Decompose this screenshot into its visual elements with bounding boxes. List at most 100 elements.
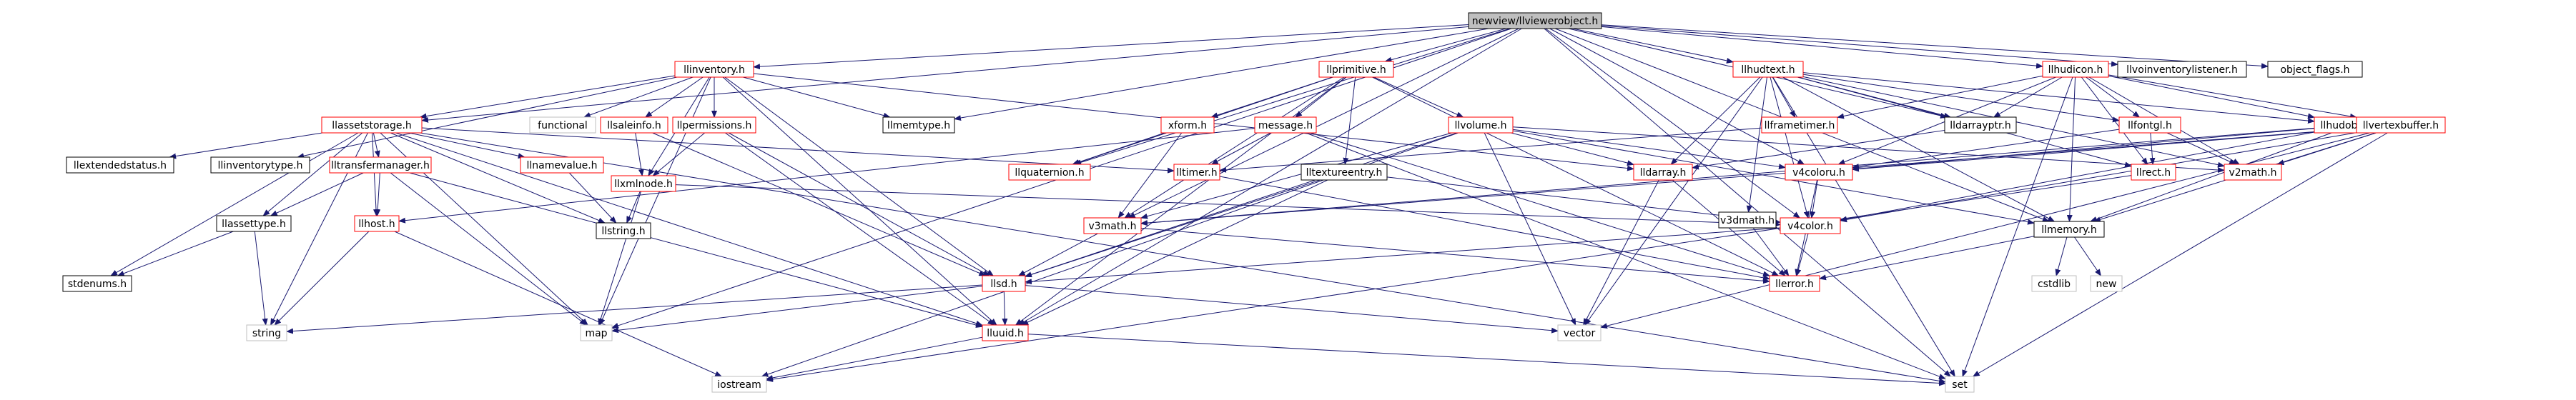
edge-hudtext-to-fontgl <box>1802 74 2120 123</box>
edge-vbuffer-to-v3math <box>1140 128 2357 226</box>
edge-message-to-set <box>1306 132 1946 379</box>
node-box-objflags <box>2267 61 2363 78</box>
node-host[interactable]: llhost.h <box>354 215 400 232</box>
edge-primitive-to-message <box>1295 76 1347 118</box>
node-box-assettype <box>216 215 292 232</box>
edge-primitive-to-uuid <box>1015 76 1346 326</box>
node-label-uuid: lluuid.h <box>987 328 1024 339</box>
edge-hudobject-to-v3math <box>1140 127 2315 226</box>
node-label-v2math: v2math.h <box>2229 167 2276 179</box>
node-volume[interactable]: llvolume.h <box>1448 116 1514 134</box>
edge-assetstorage-to-extstatus <box>169 132 322 159</box>
node-box-invlistener <box>2117 61 2247 78</box>
node-uuid[interactable]: lluuid.h <box>982 324 1029 341</box>
node-string_h[interactable]: llstring.h <box>596 222 651 239</box>
node-box-xfermgr <box>329 156 432 174</box>
edge-xfermgr-to-uuid <box>409 172 983 328</box>
node-hudtext[interactable]: llhudtext.h <box>1732 61 1804 78</box>
node-box-v4color <box>1780 217 1841 234</box>
node-label-xfermgr: lltransfermanager.h <box>331 160 430 171</box>
node-box-frametimer <box>1761 116 1838 134</box>
node-box-assetstorage <box>321 116 423 134</box>
edge-xfermgr-to-host <box>375 172 381 216</box>
node-message[interactable]: message.h <box>1254 116 1317 134</box>
node-box-primitive <box>1318 61 1394 78</box>
node-memory[interactable]: llmemory.h <box>2033 221 2105 238</box>
node-assetstorage[interactable]: llassetstorage.h <box>321 116 423 134</box>
edge-namevalue-to-string_h <box>568 172 617 224</box>
edge-hudtext-to-v4color <box>1770 76 1810 219</box>
node-new: new <box>2090 275 2123 292</box>
node-frametimer[interactable]: llframetimer.h <box>1761 116 1838 134</box>
node-label-host: llhost.h <box>358 219 395 230</box>
node-xfermgr[interactable]: lltransfermanager.h <box>329 156 432 174</box>
node-darrayptr[interactable]: lldarrayptr.h <box>1944 116 2017 134</box>
node-box-namevalue <box>520 156 604 174</box>
node-v3math[interactable]: v3math.h <box>1083 217 1142 234</box>
node-xmlnode[interactable]: llxmlnode.h <box>611 175 676 192</box>
node-xform[interactable]: xform.h <box>1160 116 1215 134</box>
edge-lsd-to-map <box>611 286 983 334</box>
node-hudicon[interactable]: llhudicon.h <box>2042 61 2109 78</box>
node-timer[interactable]: lltimer.h <box>1173 164 1220 181</box>
node-v4color[interactable]: v4color.h <box>1780 217 1841 234</box>
node-objflags[interactable]: object_flags.h <box>2267 61 2363 78</box>
node-namevalue[interactable]: llnamevalue.h <box>520 156 604 174</box>
node-lsd[interactable]: llsd.h <box>982 275 1026 292</box>
node-v2math[interactable]: v2math.h <box>2224 164 2282 181</box>
node-box-new <box>2090 275 2123 292</box>
node-label-volume: llvolume.h <box>1455 120 1507 131</box>
node-rect[interactable]: llrect.h <box>2131 164 2176 181</box>
node-label-namevalue: llnamevalue.h <box>526 160 597 171</box>
node-box-string_h <box>596 222 651 239</box>
node-stdenums[interactable]: stdenums.h <box>62 275 132 292</box>
node-error[interactable]: llerror.h <box>1769 275 1820 292</box>
edge-inventory-to-saleinfo <box>644 76 704 118</box>
node-box-v3dmath <box>1718 211 1777 229</box>
edge-vbuffer-to-vector <box>1600 132 2370 329</box>
node-label-quaternion: llquaternion.h <box>1015 167 1084 179</box>
node-fontgl[interactable]: llfontgl.h <box>2118 116 2181 134</box>
edge-volume-to-darray <box>1511 132 1634 166</box>
node-assettype[interactable]: llassettype.h <box>216 215 292 232</box>
node-functional: functional <box>529 116 596 134</box>
node-v3dmath[interactable]: v3dmath.h <box>1718 211 1777 229</box>
edge-uuid-to-iostream <box>766 336 983 381</box>
node-quaternion[interactable]: llquaternion.h <box>1008 164 1091 181</box>
node-label-hudtext: llhudtext.h <box>1741 64 1795 76</box>
edges-layer <box>110 24 2388 386</box>
edge-xfermgr-to-map <box>390 172 587 326</box>
node-saleinfo[interactable]: llsaleinfo.h <box>600 116 668 134</box>
node-primitive[interactable]: llprimitive.h <box>1318 61 1394 78</box>
node-itemtype[interactable]: llinventorytype.h <box>210 156 310 174</box>
node-inventory[interactable]: llinventory.h <box>674 61 754 78</box>
node-permissions[interactable]: llpermissions.h <box>672 116 756 134</box>
node-darray[interactable]: lldarray.h <box>1633 164 1693 181</box>
node-texentry[interactable]: lltextureentry.h <box>1301 164 1388 181</box>
edge-lsd-to-uuid <box>1002 291 1008 326</box>
edge-root-to-set <box>1544 28 1951 377</box>
node-box-cstdlib <box>2031 275 2077 292</box>
edge-memory-to-error <box>1819 236 2035 281</box>
node-v4coloru[interactable]: v4coloru.h <box>1785 164 1853 181</box>
edge-volume-to-lsd <box>1025 132 1458 277</box>
node-vbuffer[interactable]: llvertexbuffer.h <box>2356 116 2446 134</box>
node-box-error <box>1769 275 1820 292</box>
node-invlistener[interactable]: llvoinventorylistener.h <box>2117 61 2247 78</box>
node-label-extstatus: llextendedstatus.h <box>74 160 167 171</box>
node-label-error: llerror.h <box>1775 279 1814 290</box>
node-label-v3dmath: v3dmath.h <box>1720 215 1775 226</box>
edge-uuid-to-set <box>1027 334 1946 386</box>
node-box-permissions <box>672 116 756 134</box>
node-extstatus[interactable]: llextendedstatus.h <box>66 156 174 174</box>
edge-volume-to-v2math <box>1512 126 2225 173</box>
edge-permissions-to-xmlnode <box>652 132 706 176</box>
node-lmmtype[interactable]: llmemtype.h <box>882 116 955 134</box>
edge-v3dmath-to-error <box>1752 227 1790 276</box>
edge-assettype-to-string <box>254 231 268 326</box>
node-label-v4color: v4color.h <box>1787 221 1833 232</box>
edge-assetstorage-to-set <box>420 132 1946 384</box>
node-label-v4coloru: v4coloru.h <box>1792 167 1845 179</box>
